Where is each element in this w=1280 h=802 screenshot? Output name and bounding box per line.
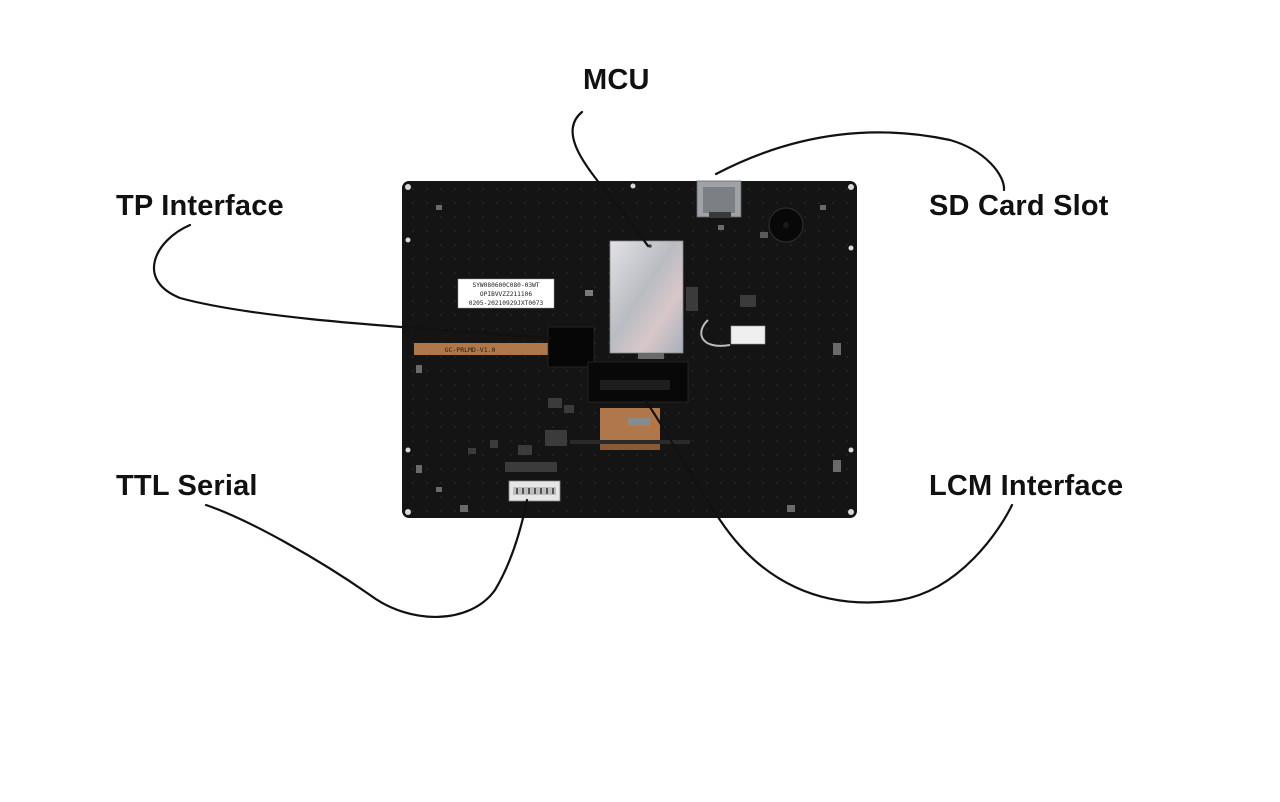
sticker-line-2: OPIBVVZZ211106 xyxy=(480,291,532,298)
sd-card-leader-line xyxy=(714,131,1006,192)
buzzer xyxy=(760,207,804,243)
sticker-line-3: 0205-20210929JXT0073 xyxy=(469,300,544,307)
sticker-line-1: SYW080600C080-03WT xyxy=(472,282,539,289)
lcm-connector xyxy=(570,361,690,450)
leader-lines xyxy=(152,110,1014,618)
tp-flex-cable: GC-PRLMD-V1.0 xyxy=(414,326,595,368)
mcu-leader-line xyxy=(571,110,650,248)
sd-card-slot xyxy=(696,180,742,218)
tp-interface-label: TP Interface xyxy=(116,190,284,222)
product-sticker: SYW080600C080-03WT OPIBVVZZ211106 0205-2… xyxy=(457,278,555,309)
tp-leader-line xyxy=(152,223,552,340)
mcu-label: MCU xyxy=(583,64,650,96)
lcm-leader-line xyxy=(643,398,1014,604)
lcm-interface-label: LCM Interface xyxy=(929,470,1124,502)
battery-connector xyxy=(700,319,766,347)
ttl-serial-label: TTL Serial xyxy=(116,470,258,502)
sd-card-slot-label: SD Card Slot xyxy=(929,190,1109,222)
ttl-connector xyxy=(508,480,561,502)
mcu-shield xyxy=(609,240,684,359)
flex-label: GC-PRLMD-V1.0 xyxy=(445,346,496,354)
ttl-leader-line xyxy=(204,498,529,618)
smd-components xyxy=(468,287,756,472)
